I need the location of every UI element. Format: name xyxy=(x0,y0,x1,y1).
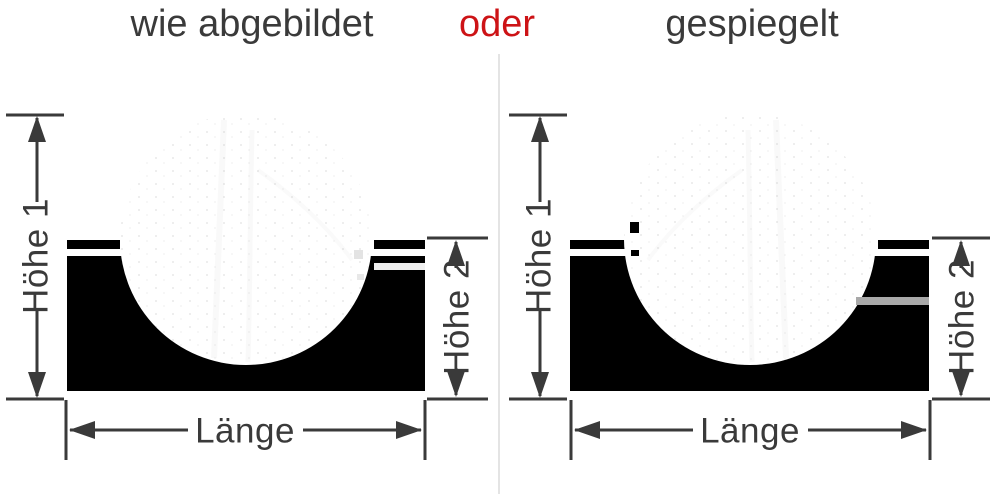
leaf-speck xyxy=(357,274,364,280)
bamboo-design xyxy=(120,113,372,365)
dimension-height2: Höhe 2 xyxy=(427,236,488,401)
dimension-length: Länge xyxy=(569,400,932,460)
gray-branch-bar xyxy=(856,297,929,305)
arrowhead-up-icon xyxy=(447,240,465,266)
option-as-shown[interactable]: Höhe 1 Höhe 2 Länge xyxy=(0,50,500,500)
arrowhead-up-icon xyxy=(28,116,46,142)
vertical-divider xyxy=(498,54,500,494)
diagram-mirrored: Höhe 1 Höhe 2 Länge xyxy=(509,113,990,460)
option-title-as-shown: wie abgebildet xyxy=(130,3,374,45)
leaf-speck xyxy=(354,250,363,259)
leaf-speck xyxy=(630,222,639,233)
label-length: Länge xyxy=(195,412,295,451)
arrowhead-down-icon xyxy=(28,372,46,398)
label-length: Länge xyxy=(700,412,800,451)
option-mirrored[interactable]: Höhe 1 Höhe 2 Länge xyxy=(500,50,1000,500)
top-stripe-left xyxy=(570,240,625,249)
dimension-length: Länge xyxy=(64,400,427,460)
dimension-height2: Höhe 2 xyxy=(932,236,990,401)
label-height1: Höhe 1 xyxy=(17,198,56,314)
leaf-speck xyxy=(631,250,639,256)
decal-shape xyxy=(570,113,929,391)
arrowhead-up-icon xyxy=(531,116,549,142)
arrowhead-right-icon xyxy=(396,421,422,439)
arrowhead-left-icon xyxy=(574,421,600,439)
arrowhead-down-icon xyxy=(952,371,970,397)
connector-word: oder xyxy=(458,3,536,45)
arrowhead-down-icon xyxy=(531,372,549,398)
arrowhead-right-icon xyxy=(901,421,927,439)
bamboo-design xyxy=(624,113,876,365)
dimension-height1: Höhe 1 xyxy=(509,113,567,401)
diagram-as-shown: Höhe 1 Höhe 2 Länge xyxy=(6,113,488,460)
label-height1: Höhe 1 xyxy=(520,198,559,314)
dimension-height1: Höhe 1 xyxy=(6,113,64,401)
arrowhead-up-icon xyxy=(952,240,970,266)
decal-shape xyxy=(67,113,425,391)
top-stripe-right xyxy=(374,240,425,249)
top-stripe-left xyxy=(67,240,120,249)
label-height2: Höhe 2 xyxy=(943,259,982,375)
option-title-mirrored: gespiegelt xyxy=(665,3,839,45)
arrowhead-left-icon xyxy=(69,421,95,439)
label-height2: Höhe 2 xyxy=(438,259,477,375)
top-stripe-right xyxy=(878,240,929,249)
faint-branch-line xyxy=(374,263,425,270)
arrowhead-down-icon xyxy=(447,371,465,397)
